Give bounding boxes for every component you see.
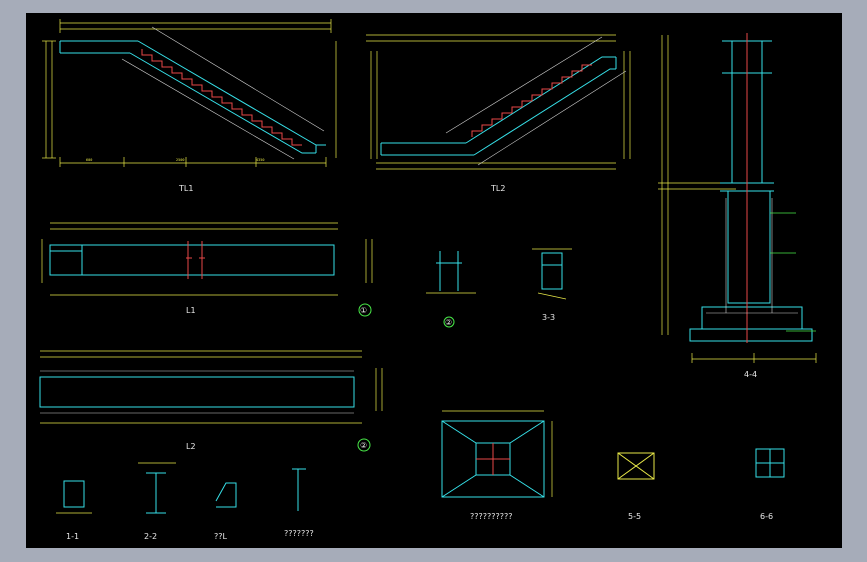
beam-l1-drawing bbox=[41, 222, 373, 317]
label-circle-detail: ② bbox=[445, 318, 452, 327]
label-section-6-6: 6-6 bbox=[760, 512, 773, 521]
stair-tl2-drawing bbox=[366, 34, 631, 170]
label-section-1-1: 1-1 bbox=[66, 532, 79, 541]
svg-text:4350: 4350 bbox=[256, 158, 264, 162]
column-section-4-4-drawing bbox=[658, 33, 817, 363]
section-5-5-drawing bbox=[617, 452, 655, 480]
svg-text:2500: 2500 bbox=[176, 158, 184, 162]
label-tl1: TL1 bbox=[178, 184, 193, 193]
stair-small-section-drawing bbox=[215, 482, 237, 508]
svg-text:600: 600 bbox=[86, 158, 92, 162]
label-section-5-5: 5-5 bbox=[628, 512, 641, 521]
label-circle-l1: ① bbox=[360, 306, 367, 315]
label-section-3-3: 3-3 bbox=[542, 313, 555, 322]
cad-drawing-sheet: 2500 600 4350 bbox=[26, 13, 842, 548]
section-1-1-drawing bbox=[56, 480, 92, 514]
label-detail-b: ?????????? bbox=[470, 512, 512, 521]
label-detail-a: ??????? bbox=[284, 529, 314, 538]
label-l1: L1 bbox=[186, 306, 196, 315]
cad-canvas: 2500 600 4350 bbox=[39, 19, 817, 541]
stair-tl1-drawing: 2500 600 4350 bbox=[42, 19, 337, 167]
label-section-2-2: 2-2 bbox=[144, 532, 157, 541]
label-l2: L2 bbox=[186, 442, 196, 451]
label-tl2: TL2 bbox=[490, 184, 505, 193]
detail-a-drawing bbox=[292, 468, 306, 511]
section-3-3-drawing bbox=[532, 248, 572, 300]
label-circle-l2: ② bbox=[360, 441, 367, 450]
section-6-6-drawing bbox=[755, 448, 785, 478]
label-stair-small: ??L bbox=[214, 532, 227, 541]
section-2-2-drawing bbox=[138, 462, 176, 514]
base-plate-detail-drawing bbox=[441, 410, 553, 498]
section-detail-circle-2 bbox=[426, 251, 476, 328]
label-section-4-4: 4-4 bbox=[744, 370, 757, 379]
beam-l2-drawing bbox=[39, 350, 383, 452]
